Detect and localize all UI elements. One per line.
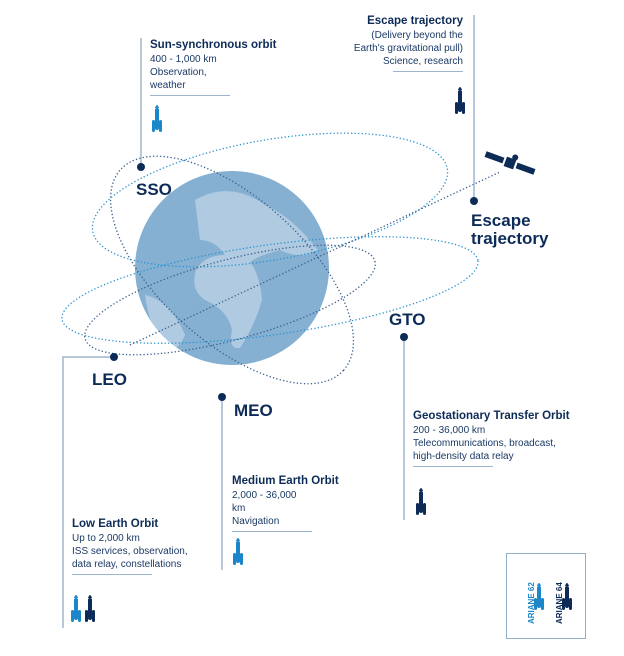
sso-uses: Observation, weather [150, 67, 207, 91]
leo-orbit [84, 244, 376, 356]
gto-label: GTO [389, 310, 426, 329]
legend-ariane62: ARIANE 62 [527, 582, 536, 624]
escape-label-line2: trajectory [471, 229, 549, 248]
sso-info: Sun-synchronous orbit 400 - 1,000 km Obs… [150, 38, 277, 96]
orbit-markers [110, 163, 478, 401]
meo-uses: Navigation [232, 516, 280, 527]
earth-globe [135, 171, 329, 365]
leo-title: Low Earth Orbit [72, 518, 159, 530]
sso-label: SSO [136, 180, 172, 199]
gto-title: Geostationary Transfer Orbit [413, 410, 570, 422]
gto-altitude: 200 - 36,000 km [413, 425, 486, 436]
gto-orbit [61, 236, 479, 344]
gto-uses2: high-density data relay [413, 451, 514, 462]
escape-desc2: Earth's gravitational pull) [353, 43, 463, 54]
leo-uses2: data relay, constellations [72, 559, 182, 570]
sso-orbit [109, 155, 355, 385]
escape-trajectory-path [129, 171, 501, 346]
leo-label: LEO [92, 370, 127, 389]
escape-info: Escape trajectory (Delivery beyond the E… [333, 14, 463, 72]
meo-altitude: 2,000 - 36,000 km [232, 490, 297, 514]
meo-orbit [91, 132, 449, 268]
meo-label: MEO [234, 401, 273, 420]
escape-title: Escape trajectory [367, 15, 463, 27]
gto-info: Geostationary Transfer Orbit 200 - 36,00… [413, 409, 570, 467]
gto-uses1: Telecommunications, broadcast, [413, 438, 556, 449]
legend: ARIANE 62 ARIANE 64 [506, 553, 586, 639]
leo-uses1: ISS services, observation, [72, 546, 188, 557]
meo-title: Medium Earth Orbit [232, 475, 339, 487]
leo-altitude: Up to 2,000 km [72, 533, 140, 544]
leo-info: Low Earth Orbit Up to 2,000 km ISS servi… [72, 517, 188, 575]
legend-ariane64: ARIANE 64 [555, 582, 564, 624]
satellite-icon [484, 151, 536, 175]
escape-desc1: (Delivery beyond the [371, 30, 463, 41]
escape-label-line1: Escape [471, 211, 531, 230]
leader-lines [62, 15, 475, 628]
escape-uses: Science, research [382, 56, 463, 67]
meo-info: Medium Earth Orbit 2,000 - 36,000 km Nav… [232, 474, 339, 532]
sso-title: Sun-synchronous orbit [150, 39, 277, 51]
sso-altitude: 400 - 1,000 km [150, 54, 217, 65]
